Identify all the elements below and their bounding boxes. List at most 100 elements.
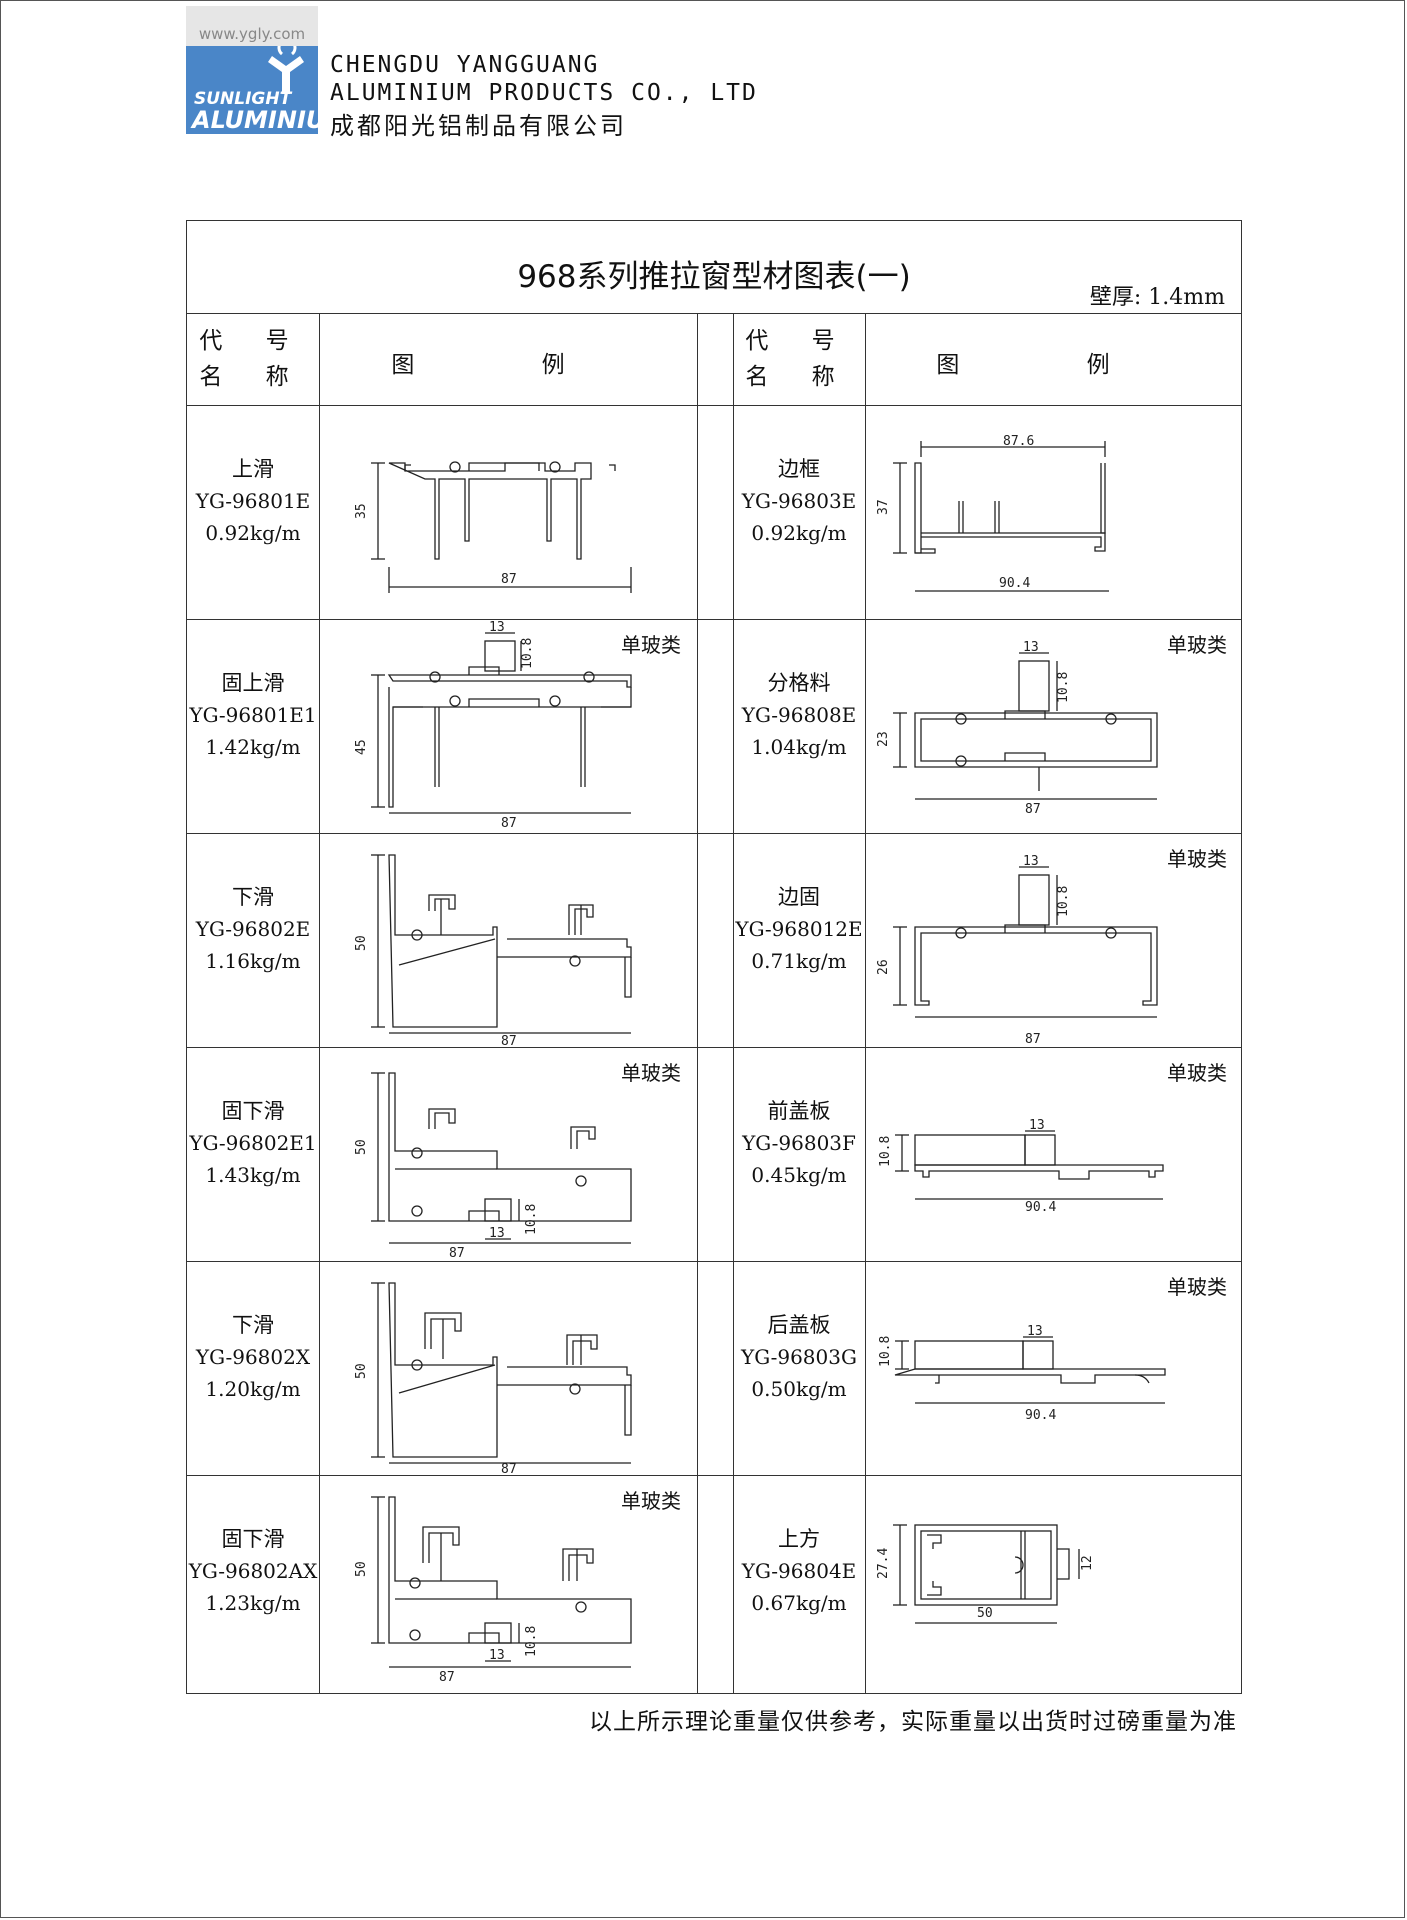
single-glass-tag: 单玻类 — [1167, 1061, 1227, 1085]
website-label: www.ygly.com — [186, 6, 318, 46]
dim-a: 13 — [1027, 1324, 1043, 1339]
item-name: 边框 — [778, 457, 820, 481]
item-name: 上方 — [778, 1527, 820, 1551]
header-code: 代 号 — [199, 328, 307, 354]
item-weight: 1.20kg/m — [205, 1377, 301, 1401]
item-code: YG-96802X — [195, 1345, 311, 1369]
item-code: YG-96802E1 — [189, 1131, 317, 1155]
item-info: 上滑 YG-96801E 0.92kg/m — [187, 453, 319, 549]
single-glass-tag: 单玻类 — [621, 1489, 681, 1513]
dim-a: 13 — [1029, 1118, 1045, 1133]
item-code: YG-96802AX — [188, 1559, 318, 1583]
item-name: 下滑 — [232, 885, 274, 909]
dim-width: 87 — [501, 816, 517, 831]
dim-b: 10.8 — [520, 638, 535, 669]
profile-diagram-side-frame: 87.6 37 90.4 — [876, 434, 1109, 592]
item-weight: 0.67kg/m — [751, 1591, 847, 1615]
profile-diagram-lower-slide: 50 87 — [354, 854, 632, 1047]
dim-a: 13 — [489, 1226, 505, 1241]
dim-height: 26 — [876, 959, 891, 975]
item-info: 下滑 YG-96802E 1.16kg/m — [187, 881, 319, 977]
dim-width: 87 — [449, 1246, 465, 1261]
dim-width: 87 — [501, 1034, 517, 1047]
single-glass-tag: 单玻类 — [621, 1061, 681, 1085]
header-name: 名 称 — [745, 364, 853, 390]
header-figure: 图 例 — [391, 352, 625, 378]
item-weight: 0.92kg/m — [751, 521, 847, 545]
item-weight: 1.42kg/m — [205, 735, 301, 759]
profile-diagram-side-fixed: 26 87 13 10.8 — [876, 854, 1158, 1047]
item-info: 后盖板 YG-96803G 0.50kg/m — [733, 1309, 865, 1405]
item-code: YG-96802E — [195, 917, 311, 941]
dim-b: 10.8 — [524, 1204, 539, 1235]
sunlight-logo-mark: SUNLIGHT ALUMINIUM — [186, 46, 318, 134]
item-code: YG-96803F — [742, 1131, 856, 1155]
profile-diagram-fixed-lower-slide: 50 87 13 10.8 — [354, 1072, 632, 1261]
divider — [187, 1475, 1241, 1476]
item-info: 固下滑 YG-96802E1 1.43kg/m — [187, 1095, 319, 1191]
item-weight: 0.50kg/m — [751, 1377, 847, 1401]
profile-diagram-fixed-upper-slide: 45 87 13 10.8 — [354, 621, 632, 831]
item-weight: 1.23kg/m — [205, 1591, 301, 1615]
dim-b: 10.8 — [524, 1626, 539, 1657]
item-code: YG-96801E1 — [189, 703, 317, 727]
dim-width: 87 — [1025, 1032, 1041, 1047]
divider — [697, 313, 698, 1693]
dim-width: 87 — [1025, 802, 1041, 817]
item-code: YG-96801E — [195, 489, 311, 513]
dim-height: 50 — [354, 1561, 369, 1577]
divider — [319, 313, 320, 1693]
item-code: YG-96808E — [741, 703, 857, 727]
dim-a: 12 — [1080, 1555, 1095, 1571]
item-code: YG-968012E — [735, 917, 863, 941]
dim-b: 10.8 — [1056, 672, 1071, 703]
dim-height: 10.8 — [878, 1336, 893, 1367]
dim-b: 10.8 — [1056, 886, 1071, 917]
divider — [187, 1261, 1241, 1262]
item-info: 固上滑 YG-96801E1 1.42kg/m — [187, 667, 319, 763]
divider — [733, 313, 734, 1693]
single-glass-tag: 单玻类 — [1167, 633, 1227, 657]
dim-a: 13 — [1023, 640, 1039, 655]
dim-a: 13 — [1023, 854, 1039, 869]
profile-diagram-fixed-lower-slide-ax: 50 87 13 10.8 — [354, 1496, 632, 1685]
item-name: 上滑 — [232, 457, 274, 481]
profile-diagram-back-cover: 10.8 90.4 13 — [878, 1324, 1166, 1423]
item-info: 边固 YG-968012E 0.71kg/m — [733, 881, 865, 977]
profile-chart-sheet: 968系列推拉窗型材图表(一) 壁厚: 1.4mm 代 号 名 称 图 例 代 … — [186, 220, 1242, 1694]
single-glass-tag: 单玻类 — [621, 633, 681, 657]
divider — [187, 833, 1241, 834]
item-code: YG-96803G — [741, 1345, 857, 1369]
item-weight: 0.71kg/m — [751, 949, 847, 973]
single-glass-tag: 单玻类 — [1167, 1275, 1227, 1299]
dim-height: 27.4 — [876, 1548, 891, 1579]
item-info: 分格料 YG-96808E 1.04kg/m — [733, 667, 865, 763]
item-name: 固上滑 — [221, 671, 285, 695]
item-name: 边固 — [778, 885, 820, 909]
item-weight: 0.92kg/m — [205, 521, 301, 545]
dim-height: 35 — [354, 503, 369, 519]
dim-height: 45 — [354, 739, 369, 755]
divider — [187, 1047, 1241, 1048]
dim-width: 87 — [501, 572, 517, 587]
item-info: 前盖板 YG-96803F 0.45kg/m — [733, 1095, 865, 1191]
dim-width: 90.4 — [1025, 1408, 1056, 1423]
item-info: 下滑 YG-96802X 1.20kg/m — [187, 1309, 319, 1405]
dim-height: 50 — [354, 935, 369, 951]
company-name-en-line2: ALUMINIUM PRODUCTS CO., LTD — [330, 80, 758, 106]
svg-text:SUNLIGHT: SUNLIGHT — [194, 89, 293, 109]
header-code: 代 号 — [745, 328, 853, 354]
svg-text:ALUMINIUM: ALUMINIUM — [190, 106, 318, 134]
company-name-cn: 成都阳光铝制品有限公司 — [330, 112, 627, 140]
footer-note: 以上所示理论重量仅供参考，实际重量以出货时过磅重量为准 — [589, 1709, 1237, 1735]
dim-top-width: 87.6 — [1003, 434, 1034, 449]
header-name: 名 称 — [199, 364, 307, 390]
divider — [187, 619, 1241, 620]
dim-height: 50 — [354, 1139, 369, 1155]
item-weight: 0.45kg/m — [751, 1163, 847, 1187]
dim-a: 13 — [489, 1648, 505, 1663]
item-info: 边框 YG-96803E 0.92kg/m — [733, 453, 865, 549]
dim-a: 13 — [489, 621, 505, 635]
dim-height: 50 — [354, 1363, 369, 1379]
